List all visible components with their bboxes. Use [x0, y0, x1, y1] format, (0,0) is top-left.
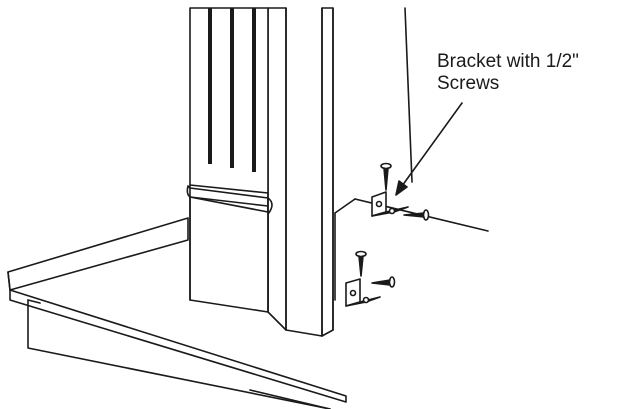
callout-label-line-1: Bracket with 1/2": [437, 51, 579, 72]
wall-panel: [334, 7, 489, 232]
upper-bracket: [371, 191, 409, 217]
lower-bracket: [345, 278, 381, 307]
lower-vertical-screw: [355, 250, 367, 277]
upper-vertical-screw: [380, 162, 392, 191]
lower-horizontal-screw: [371, 276, 396, 288]
callout-label-line-2: Screws: [437, 73, 500, 94]
countertop: [7, 212, 347, 409]
upper-horizontal-screw: [403, 209, 430, 221]
pilaster-column: [186, 7, 334, 337]
callout-leader-arrow: [395, 102, 463, 196]
